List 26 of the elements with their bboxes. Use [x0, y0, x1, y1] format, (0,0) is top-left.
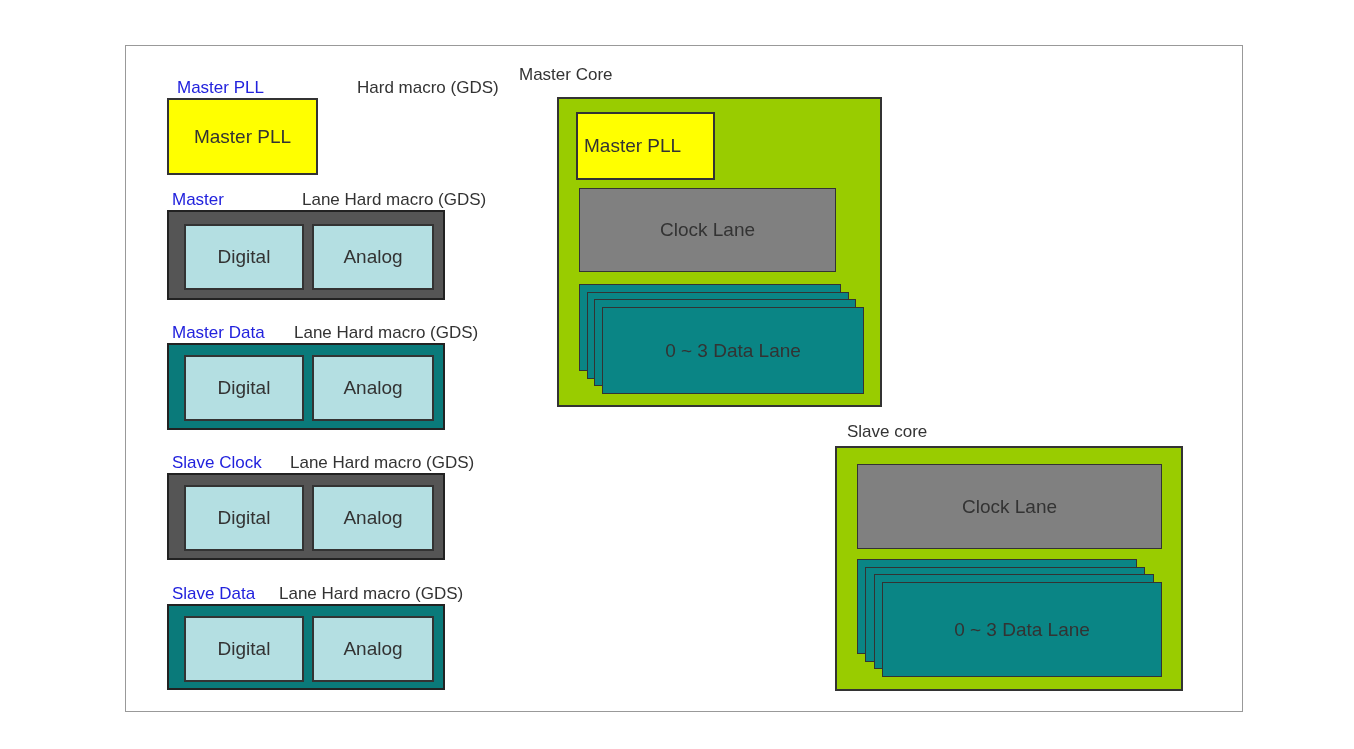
- macro-name: Master Data: [172, 323, 265, 343]
- data-lane-block: 0 ~ 3 Data Lane: [882, 582, 1162, 677]
- pll-block: Master PLL: [576, 112, 715, 180]
- macro-type: Lane Hard macro (GDS): [294, 323, 479, 343]
- block-label: Analog: [312, 355, 434, 421]
- macro-name: Master Core: [519, 65, 613, 85]
- block-label: Digital: [184, 355, 304, 421]
- block-label: Digital: [184, 224, 304, 290]
- macro-name: Master PLL: [177, 78, 264, 98]
- macro-name: Slave Data: [172, 584, 256, 604]
- block-label: Analog: [312, 616, 434, 682]
- macro-type: Lane Hard macro (GDS): [279, 584, 464, 604]
- macro-name: Slave Clock: [172, 453, 262, 473]
- clock-lane-block: Clock Lane: [857, 464, 1162, 549]
- macro-name: Master: [172, 190, 224, 210]
- data-lane-block: 0 ~ 3 Data Lane: [602, 307, 864, 394]
- block-label: Master PLL: [193, 125, 292, 148]
- block-label: Analog: [312, 485, 434, 551]
- clock-lane-block: Clock Lane: [579, 188, 836, 272]
- block-label: Digital: [184, 485, 304, 551]
- block-label: Analog: [312, 224, 434, 290]
- macro-name: Slave core: [847, 422, 928, 442]
- block-label: Digital: [184, 616, 304, 682]
- macro-type: Hard macro (GDS): [357, 78, 499, 98]
- macro-type: Lane Hard macro (GDS): [302, 190, 487, 210]
- macro-type: Lane Hard macro (GDS): [290, 453, 475, 473]
